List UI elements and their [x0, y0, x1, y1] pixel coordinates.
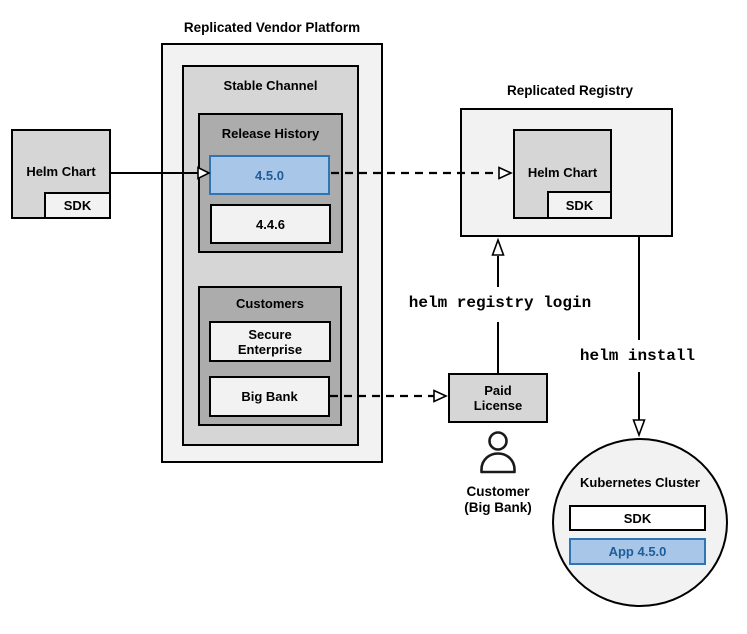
- release-history-title: Release History: [221, 126, 320, 141]
- registry-title: Replicated Registry: [506, 83, 634, 98]
- helm-install-command: helm install: [579, 347, 696, 365]
- customer-item-label: Secure Enterprise: [237, 326, 303, 357]
- customer-caption-line1: Customer: [466, 484, 530, 499]
- customer-caption-line2: (Big Bank): [464, 500, 532, 515]
- paid-license-box: Paid License: [448, 373, 548, 423]
- release-item-450: 4.5.0: [209, 155, 330, 195]
- customers-title: Customers: [236, 296, 304, 311]
- kubernetes-sdk-box: SDK: [569, 505, 706, 531]
- helm-registry-login-command: helm registry login: [408, 294, 592, 312]
- kubernetes-cluster-title: Kubernetes Cluster: [580, 475, 700, 490]
- arrow-registry-to-cluster: [632, 237, 646, 438]
- paid-license-label: Paid License: [473, 383, 523, 413]
- registry-sdk-box: SDK: [547, 191, 612, 219]
- source-helm-chart-label: Helm Chart: [26, 164, 96, 179]
- vendor-platform-title: Replicated Vendor Platform: [183, 20, 361, 35]
- kubernetes-app-box: App 4.5.0: [569, 538, 706, 565]
- customer-item-secure-enterprise: Secure Enterprise: [209, 321, 331, 362]
- registry-helm-chart-label: Helm Chart: [527, 165, 598, 180]
- stable-channel-title: Stable Channel: [223, 78, 318, 93]
- customer-item-big-bank: Big Bank: [209, 376, 330, 417]
- source-sdk-box: SDK: [44, 192, 111, 219]
- customer-person-icon: [480, 431, 516, 474]
- release-item-446: 4.4.6: [210, 204, 331, 244]
